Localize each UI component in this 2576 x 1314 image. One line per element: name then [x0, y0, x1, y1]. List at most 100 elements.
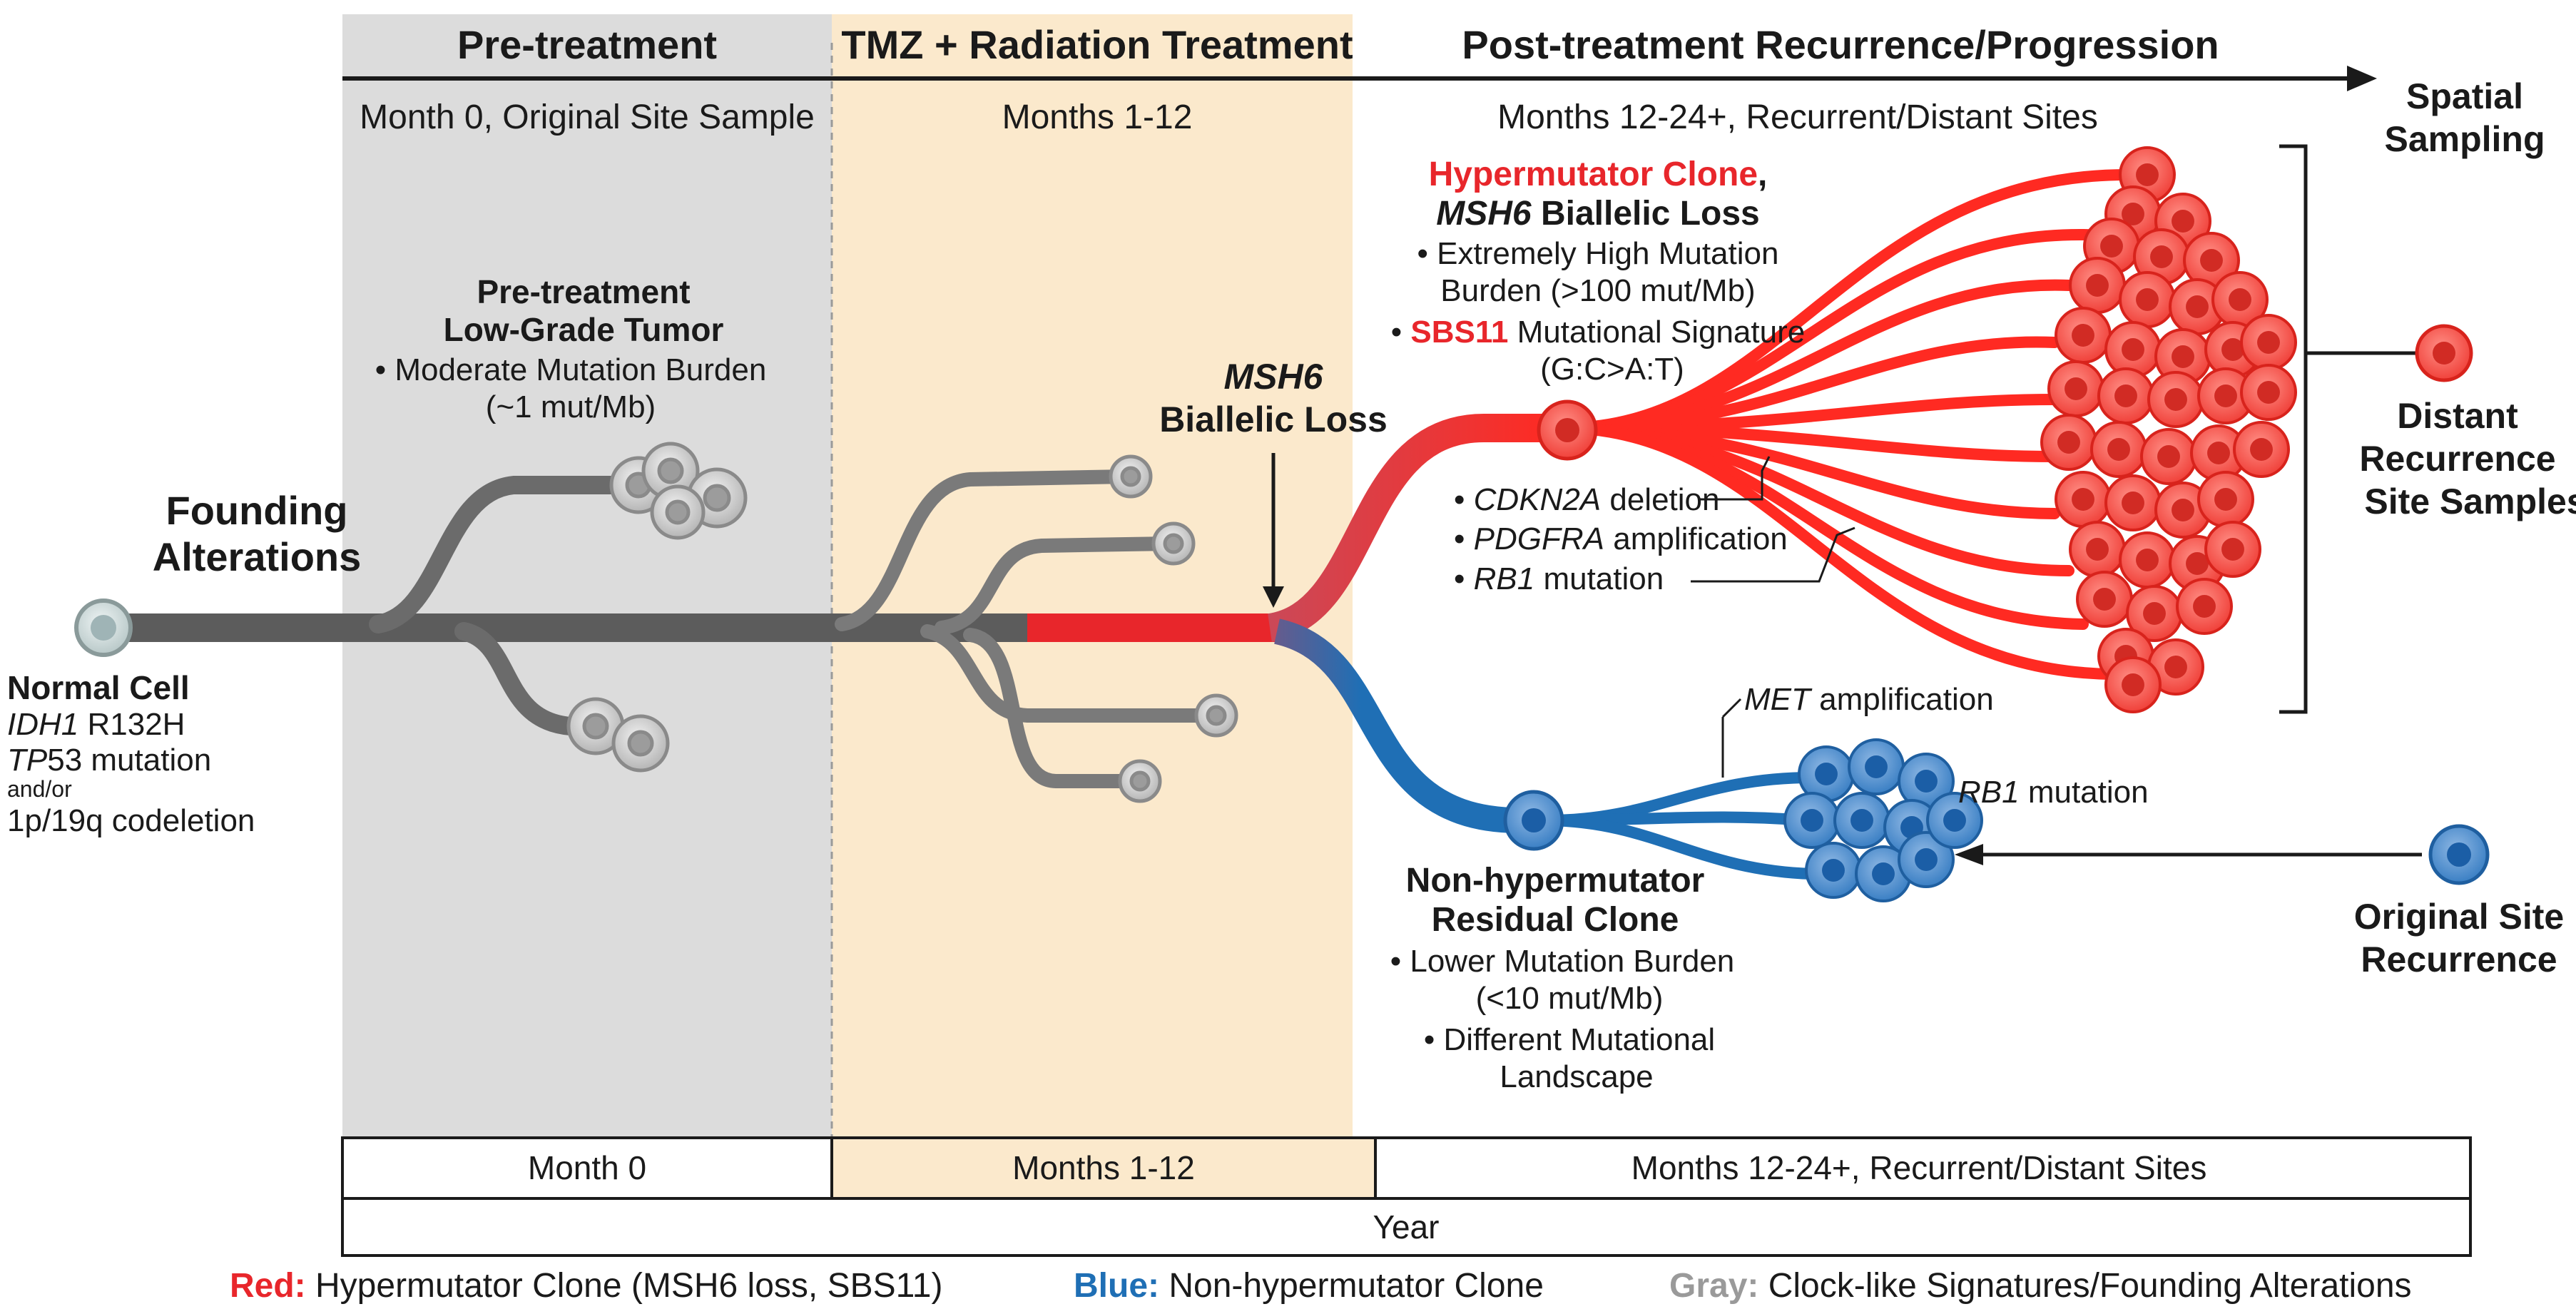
red-event-cdkn2a: • CDKN2A deletion: [1454, 482, 1720, 517]
cluster-cell-nucleus: [2107, 438, 2130, 461]
pretreatment-tumor-line4: (~1 mut/Mb): [486, 389, 656, 424]
blue-recurrence-cluster: [1783, 738, 1983, 902]
nonhyper-line3: • Lower Mutation Burden: [1390, 944, 1735, 979]
cluster-cell-nucleus: [2193, 595, 2216, 618]
timeline-cell-months12-24: Months 12-24+, Recurrent/Distant Sites: [1631, 1149, 2207, 1186]
red-event-pdgfra: • PDGFRA amplification: [1454, 521, 1788, 556]
cluster-cell-nucleus: [1915, 848, 1938, 871]
phase-subtitle-post: Months 12-24+, Recurrent/Distant Sites: [1497, 98, 2098, 136]
pretreatment-branches: [369, 476, 623, 735]
cluster-cell-nucleus: [2100, 235, 2123, 258]
normal-cell-codeletion: 1p/19q codeletion: [7, 803, 255, 838]
blue-event-rb1: RB1 mutation: [1958, 775, 2149, 810]
normal-cell-title: Normal Cell: [7, 669, 190, 706]
pretreatment-tumor-cells: [566, 442, 748, 773]
cluster-cell-nucleus: [2257, 381, 2280, 404]
distant-line1: Distant: [2397, 396, 2518, 436]
treatment-cells: [1109, 454, 1238, 803]
spatial-sampling-line2: Sampling: [2384, 119, 2545, 159]
cdkn2a-leader: [1698, 456, 1771, 501]
cluster-cell-nucleus: [2172, 345, 2194, 368]
cluster-cell-nucleus: [2072, 324, 2094, 347]
cluster-cell-nucleus: [2164, 388, 2187, 411]
timeline-year: Year: [1373, 1208, 1440, 1246]
msh6-event-text: Biallelic Loss: [1159, 399, 1388, 439]
nonhyper-line6: Landscape: [1500, 1059, 1653, 1094]
cluster-cell-nucleus: [2122, 492, 2144, 514]
nonhyper-line2: Residual Clone: [1432, 901, 1679, 939]
original-site-nucleus: [2447, 842, 2471, 867]
founding-line1: Founding: [166, 488, 347, 533]
hypermutator-bullet1b: Burden (>100 mut/Mb): [1440, 273, 1755, 308]
cluster-cell-nucleus: [2200, 249, 2223, 272]
hypermutator-bullet2: • SBS11 Mutational Signature: [1391, 315, 1805, 350]
cluster-cell-nucleus: [2136, 288, 2159, 311]
normal-cell-idh1: IDH1 R132H: [7, 707, 185, 742]
cluster-cell-nucleus: [1822, 859, 1845, 882]
pretreatment-tumor-line2: Low-Grade Tumor: [444, 311, 724, 348]
legend-red: Red: Hypermutator Clone (MSH6 loss, SBS1…: [230, 1267, 942, 1305]
spatial-sampling-line1: Spatial: [2406, 76, 2523, 116]
nonhyper-line4: (<10 mut/Mb): [1476, 981, 1664, 1016]
sampling-bracket: [2279, 144, 2308, 714]
cluster-cell-nucleus: [1801, 809, 1823, 832]
cluster-cell-nucleus: [2214, 384, 2237, 407]
nonhyper-line1: Non-hypermutator: [1406, 862, 1705, 900]
phase-subtitle-pretreatment: Month 0, Original Site Sample: [360, 98, 815, 136]
cluster-cell-nucleus: [2164, 656, 2187, 678]
cluster-cell-nucleus: [2257, 331, 2280, 354]
original-site-arrow-head: [1955, 844, 1983, 865]
cluster-cell-nucleus: [1915, 770, 1938, 793]
cluster-cell-nucleus: [2186, 552, 2209, 575]
cluster-cell-nucleus: [2093, 588, 2116, 611]
cluster-cell-nucleus: [1865, 755, 1888, 778]
cluster-cell-nucleus: [2057, 431, 2080, 454]
cluster-cell-nucleus: [2229, 288, 2251, 311]
blue-founder-nucleus: [1522, 808, 1546, 832]
normal-cell-nucleus: [91, 615, 116, 641]
time-arrow-head: [2347, 66, 2377, 91]
red-founder-nucleus: [1555, 418, 1579, 442]
timeline-cell-months1-12: Months 1-12: [1012, 1149, 1195, 1186]
nonhyper-line5: • Different Mutational: [1424, 1022, 1715, 1057]
cluster-cell-nucleus: [2172, 499, 2194, 521]
cluster-cell-nucleus: [2114, 384, 2137, 407]
original-site-line1: Original Site: [2354, 897, 2565, 937]
cluster-cell-nucleus: [1872, 862, 1895, 885]
red-clone-fan: [1564, 168, 2139, 680]
msh6-event-gene: MSH6: [1224, 357, 1324, 397]
blue-event-met: MET amplification: [1744, 682, 1994, 717]
hypermutator-msh6: MSH6 Biallelic Loss: [1436, 195, 1760, 233]
blue-clone-fan: [1542, 772, 1818, 880]
distant-line2: Recurrence: [2359, 439, 2555, 479]
cluster-cell-nucleus: [1850, 809, 1873, 832]
red-recurrence-cluster: [2040, 146, 2297, 713]
hypermutator-bullet1a: • Extremely High Mutation: [1417, 236, 1779, 271]
hypermutator-title: Hypermutator Clone,: [1429, 156, 1768, 193]
cluster-cell-nucleus: [2122, 673, 2144, 696]
phase-title-post: Post-treatment Recurrence/Progression: [1462, 22, 2219, 67]
phase-title-treatment: TMZ + Radiation Treatment: [841, 22, 1353, 67]
timeline-table: [341, 1136, 2472, 1257]
cluster-cell-nucleus: [2221, 338, 2244, 361]
cluster-cell-nucleus: [2072, 488, 2094, 511]
cluster-cell-nucleus: [2086, 274, 2109, 297]
cluster-cell-nucleus: [2221, 538, 2244, 561]
distant-sample-nucleus: [2433, 342, 2455, 365]
original-site-line2: Recurrence: [2361, 939, 2557, 979]
cluster-cell-nucleus: [2143, 602, 2166, 625]
cluster-cell-nucleus: [2136, 549, 2159, 571]
msh6-event-arrow-head: [1263, 586, 1284, 608]
legend-gray: Gray: Clock-like Signatures/Founding Alt…: [1669, 1267, 2412, 1305]
cluster-cell-nucleus: [2136, 163, 2159, 186]
red-event-rb1: • RB1 mutation: [1454, 561, 1664, 596]
hypermutator-bullet2b: (G:C>A:T): [1540, 352, 1684, 387]
cluster-cell-nucleus: [2250, 438, 2273, 461]
rb1-leader: [1691, 526, 1855, 583]
cluster-cell-nucleus: [2065, 377, 2087, 400]
cluster-cell-nucleus: [1815, 763, 1838, 785]
cluster-cell-nucleus: [2086, 538, 2109, 561]
phase-subtitle-treatment: Months 1-12: [1002, 98, 1193, 136]
distant-line3: Site Samples: [2364, 482, 2576, 521]
